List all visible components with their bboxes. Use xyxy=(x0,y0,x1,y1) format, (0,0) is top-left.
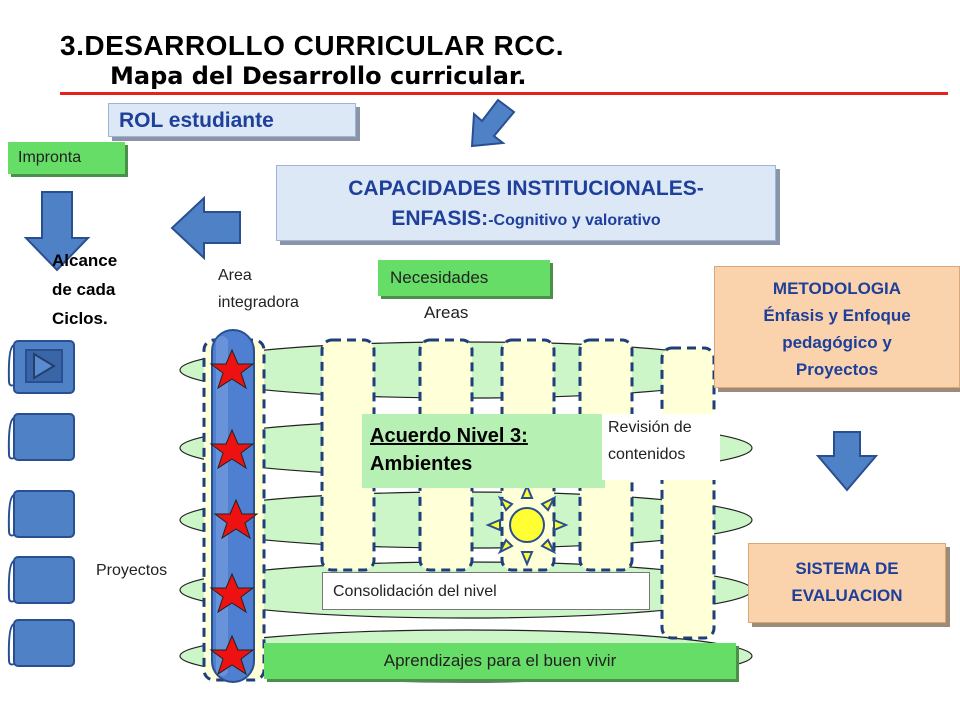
arrow-diagonal-icon xyxy=(470,98,516,148)
revision-line2: contenidos xyxy=(608,446,686,463)
scroll-icon-3 xyxy=(7,490,75,538)
sistema-line1: SISTEMA DE xyxy=(795,559,899,578)
scroll-icon-5 xyxy=(7,619,75,667)
revision-line1: Revisión de xyxy=(608,419,692,436)
acuerdo-line2: Ambientes xyxy=(370,453,473,475)
sun-icon xyxy=(485,483,569,567)
consolidacion-box: Consolidación del nivel xyxy=(322,572,650,610)
acuerdo-line1: Acuerdo Nivel 3: xyxy=(370,422,605,450)
acuerdo-label: Acuerdo Nivel 3 xyxy=(370,425,522,447)
acuerdo-box: Acuerdo Nivel 3: Ambientes xyxy=(362,414,605,488)
sistema-evaluacion-box: SISTEMA DE EVALUACION xyxy=(748,543,946,623)
arrow-down-right-icon xyxy=(815,431,879,492)
alcance-text: Alcance de cada Ciclos. xyxy=(52,246,117,333)
alcance-line2: de cada xyxy=(52,280,116,299)
alcance-line1: Alcance xyxy=(52,251,118,270)
arrow-left-icon xyxy=(170,195,241,261)
star-1 xyxy=(209,348,255,390)
column-6 xyxy=(660,346,716,640)
area-integradora-label: Area integradora xyxy=(218,262,299,316)
star-3 xyxy=(213,498,259,540)
title-divider xyxy=(60,92,948,95)
arrow-down-left-icon xyxy=(23,191,91,272)
red-stars xyxy=(209,348,259,676)
metodologia-box: METODOLOGIA Énfasis y Enfoque pedagógico… xyxy=(714,266,960,388)
enfasis-detail: -Cognitivo y valorativo xyxy=(488,212,661,229)
page-subtitle: Mapa del Desarrollo curricular. xyxy=(110,62,527,90)
areas-label: Areas xyxy=(424,303,469,322)
capacidades-box: CAPACIDADES INSTITUCIONALES- ENFASIS:-Co… xyxy=(276,165,776,241)
area-integradora-line1: Area xyxy=(218,267,252,284)
necesidades-box: Necesidades xyxy=(378,260,550,296)
alcance-line3: Ciclos. xyxy=(52,309,108,328)
star-4 xyxy=(209,572,255,614)
enfasis-label: ENFASIS: xyxy=(391,207,489,230)
metodologia-line4: Proyectos xyxy=(795,360,879,379)
capacidades-line1: CAPACIDADES INSTITUCIONALES- xyxy=(348,177,704,200)
scroll-icons xyxy=(7,340,75,667)
page-title: 3.DESARROLLO CURRICULAR RCC. xyxy=(60,30,564,61)
sistema-line2: EVALUACION xyxy=(791,586,903,605)
capacidades-line2: ENFASIS:-Cognitivo y valorativo xyxy=(277,204,775,236)
impronta-box: Impronta xyxy=(8,142,125,174)
revision-box: Revisión de contenidos xyxy=(602,414,720,480)
blue-arrows xyxy=(23,98,879,492)
rol-estudiante-box: ROL estudiante xyxy=(108,103,356,137)
scroll-icon-2 xyxy=(7,413,75,461)
metodologia-line2: Énfasis y Enfoque xyxy=(763,306,911,325)
star-5 xyxy=(209,634,255,676)
aprendizajes-box: Aprendizajes para el buen vivir xyxy=(264,643,736,679)
metodologia-line1: METODOLOGIA xyxy=(772,279,902,298)
scroll-icon-4 xyxy=(7,556,75,604)
scroll-icon-1 xyxy=(7,340,75,394)
area-integradora-line2: integradora xyxy=(218,294,299,311)
acuerdo-colon: : xyxy=(521,425,528,447)
metodologia-line3: pedagógico y xyxy=(782,333,892,352)
star-2 xyxy=(209,428,255,470)
proyectos-label: Proyectos xyxy=(96,562,168,579)
